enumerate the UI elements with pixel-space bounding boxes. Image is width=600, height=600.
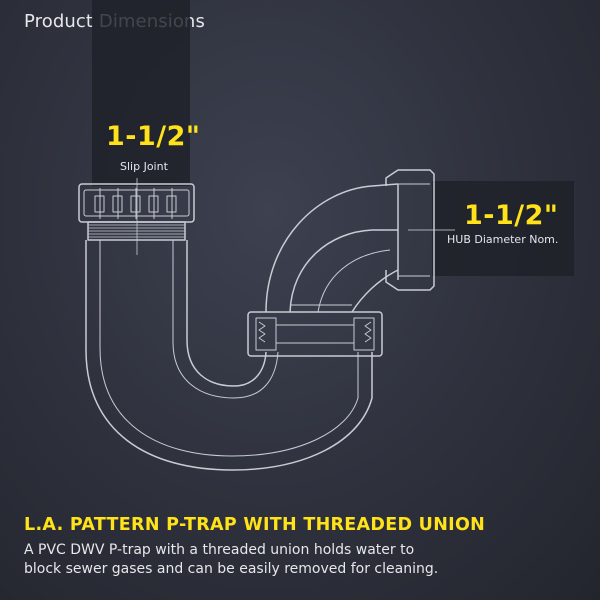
product-description-line-1: A PVC DWV P-trap with a threaded union h… <box>24 542 415 558</box>
slip-joint-dimension-value: 1-1/2" <box>106 121 201 152</box>
j-bend-inner <box>186 240 267 387</box>
hub-dimension-value: 1-1/2" <box>464 200 559 231</box>
slip-joint-dimension-label: Slip Joint <box>120 160 168 173</box>
product-description: A PVC DWV P-trap with a threaded union h… <box>24 541 584 579</box>
hub-pipe-overlay <box>432 181 574 276</box>
threaded-union-nut <box>247 311 383 357</box>
trap-arm-elbow-inner <box>289 229 398 313</box>
p-trap-outline <box>78 169 435 471</box>
product-title: L.A. PATTERN P-TRAP WITH THREADED UNION <box>24 515 486 535</box>
slip-joint-pipe-overlay <box>92 0 190 186</box>
hub-dimension-label: HUB Diameter Nom. <box>447 233 559 246</box>
j-bend-outer <box>85 240 373 471</box>
product-description-line-2: block sewer gases and can be easily remo… <box>24 561 439 577</box>
trap-arm-elbow-outer <box>265 183 399 313</box>
